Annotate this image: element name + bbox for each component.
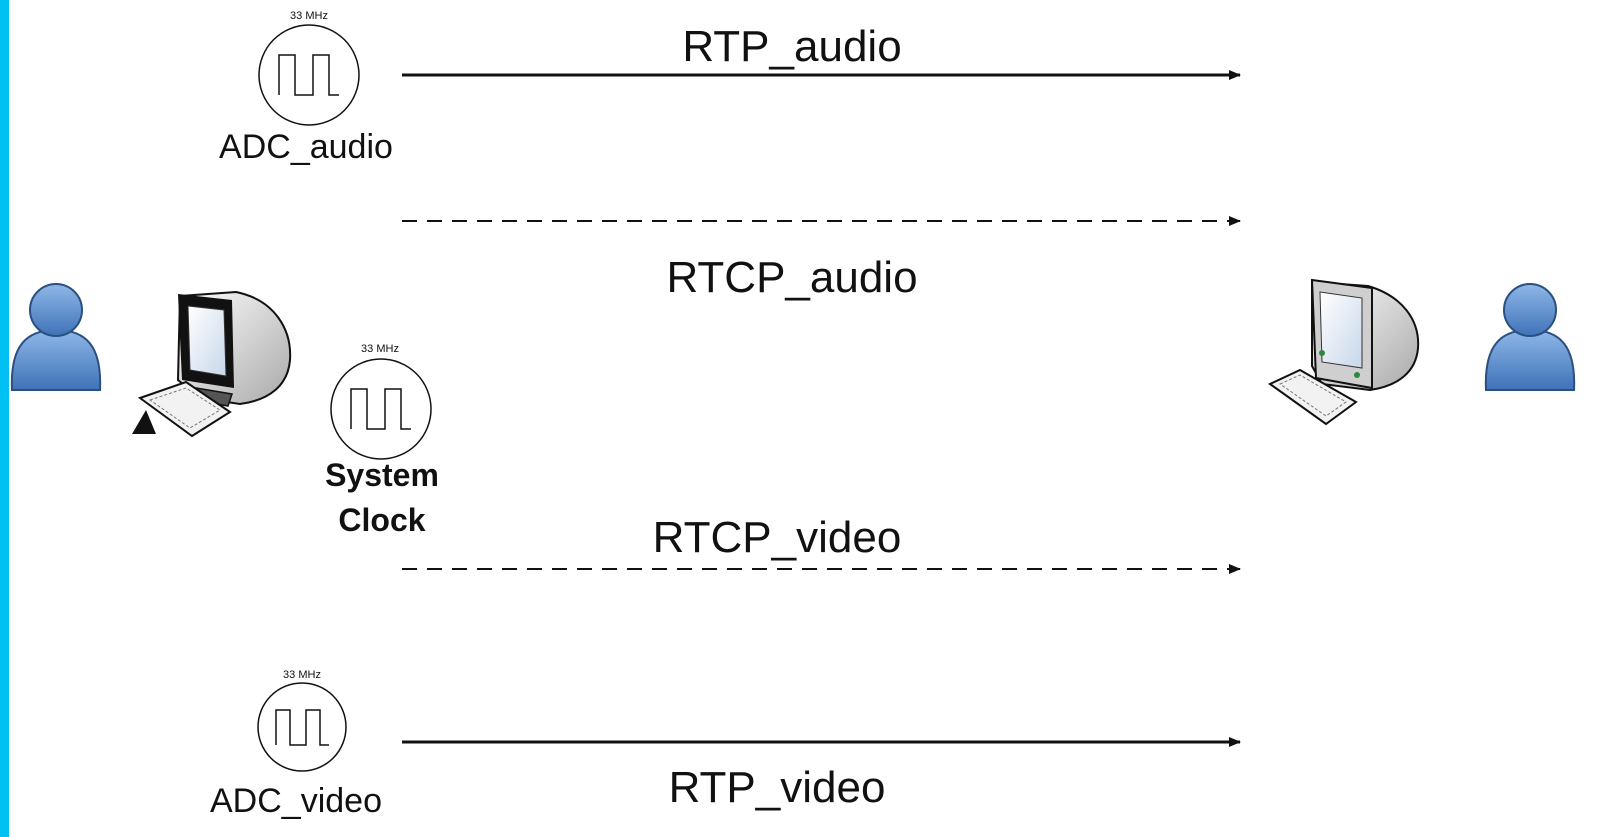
user-icon xyxy=(10,283,102,391)
square-wave-clock-icon xyxy=(330,358,432,460)
system-clock-label-line1: System xyxy=(325,457,439,493)
rtcp-audio-label: RTCP_audio xyxy=(666,253,917,302)
adc-video-clock: 33 MHz ADC_video xyxy=(210,669,382,820)
square-wave-clock-icon xyxy=(257,682,347,772)
adc-audio-frequency: 33 MHz xyxy=(290,10,328,22)
rtp-audio-label: RTP_audio xyxy=(682,22,901,71)
adc-video-label: ADC_video xyxy=(210,782,382,820)
receiver-computer xyxy=(1268,278,1420,426)
system-clock-label-line2: Clock xyxy=(338,502,425,538)
adc-audio-label: ADC_audio xyxy=(219,128,393,166)
system-clock: 33 MHz System Clock xyxy=(325,343,439,538)
adc-video-frequency: 33 MHz xyxy=(283,669,321,681)
desktop-computer-icon xyxy=(1268,278,1420,426)
user-icon xyxy=(1484,283,1576,391)
left-border xyxy=(0,0,9,837)
rtcp-video-label: RTCP_video xyxy=(653,513,902,562)
desktop-computer-icon xyxy=(132,290,292,438)
square-wave-clock-icon xyxy=(258,24,360,126)
sender-computer xyxy=(132,290,292,438)
rtp-video-label: RTP_video xyxy=(669,763,886,812)
adc-audio-clock: 33 MHz ADC_audio xyxy=(219,10,393,166)
system-clock-frequency: 33 MHz xyxy=(361,343,399,355)
